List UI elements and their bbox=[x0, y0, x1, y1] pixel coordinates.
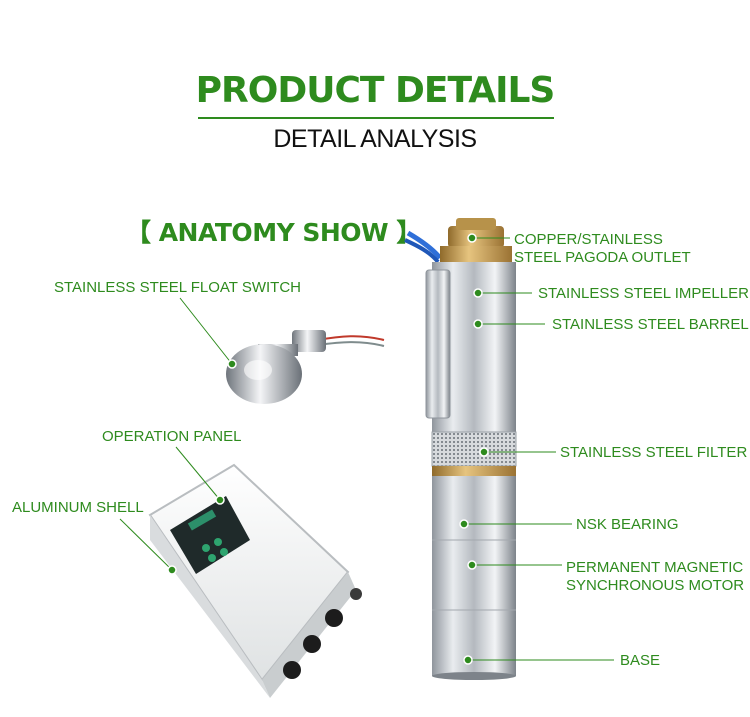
label-impeller: STAINLESS STEEL IMPELLER bbox=[538, 285, 749, 302]
submersible-pump bbox=[425, 218, 517, 680]
label-motor-line1: PERMANENT MAGNETIC bbox=[566, 559, 744, 576]
label-aluminum-shell: ALUMINUM SHELL bbox=[12, 499, 144, 516]
pump-cable bbox=[404, 230, 442, 264]
label-outlet-line1: COPPER/STAINLESS bbox=[514, 231, 663, 248]
label-barrel: STAINLESS STEEL BARREL bbox=[552, 316, 749, 333]
label-base: BASE bbox=[620, 652, 661, 669]
page-subtitle: DETAIL ANALYSIS bbox=[273, 125, 477, 153]
float-switch bbox=[226, 330, 385, 404]
controller-box bbox=[148, 463, 362, 698]
section-title: 【 ANATOMY SHOW 】 bbox=[126, 218, 421, 247]
label-bearing: NSK BEARING bbox=[576, 516, 679, 533]
label-operation-panel: OPERATION PANEL bbox=[102, 428, 242, 445]
label-outlet-line2: STEEL PAGODA OUTLET bbox=[514, 249, 691, 266]
callout-lines bbox=[119, 237, 614, 661]
title-divider bbox=[198, 117, 554, 119]
label-filter: STAINLESS STEEL FILTER bbox=[560, 444, 748, 461]
callout-dots bbox=[167, 233, 489, 665]
label-motor-line2: SYNCHRONOUS MOTOR bbox=[566, 577, 745, 594]
label-float-switch: STAINLESS STEEL FLOAT SWITCH bbox=[54, 279, 301, 296]
page-title: PRODUCT DETAILS bbox=[195, 70, 556, 111]
